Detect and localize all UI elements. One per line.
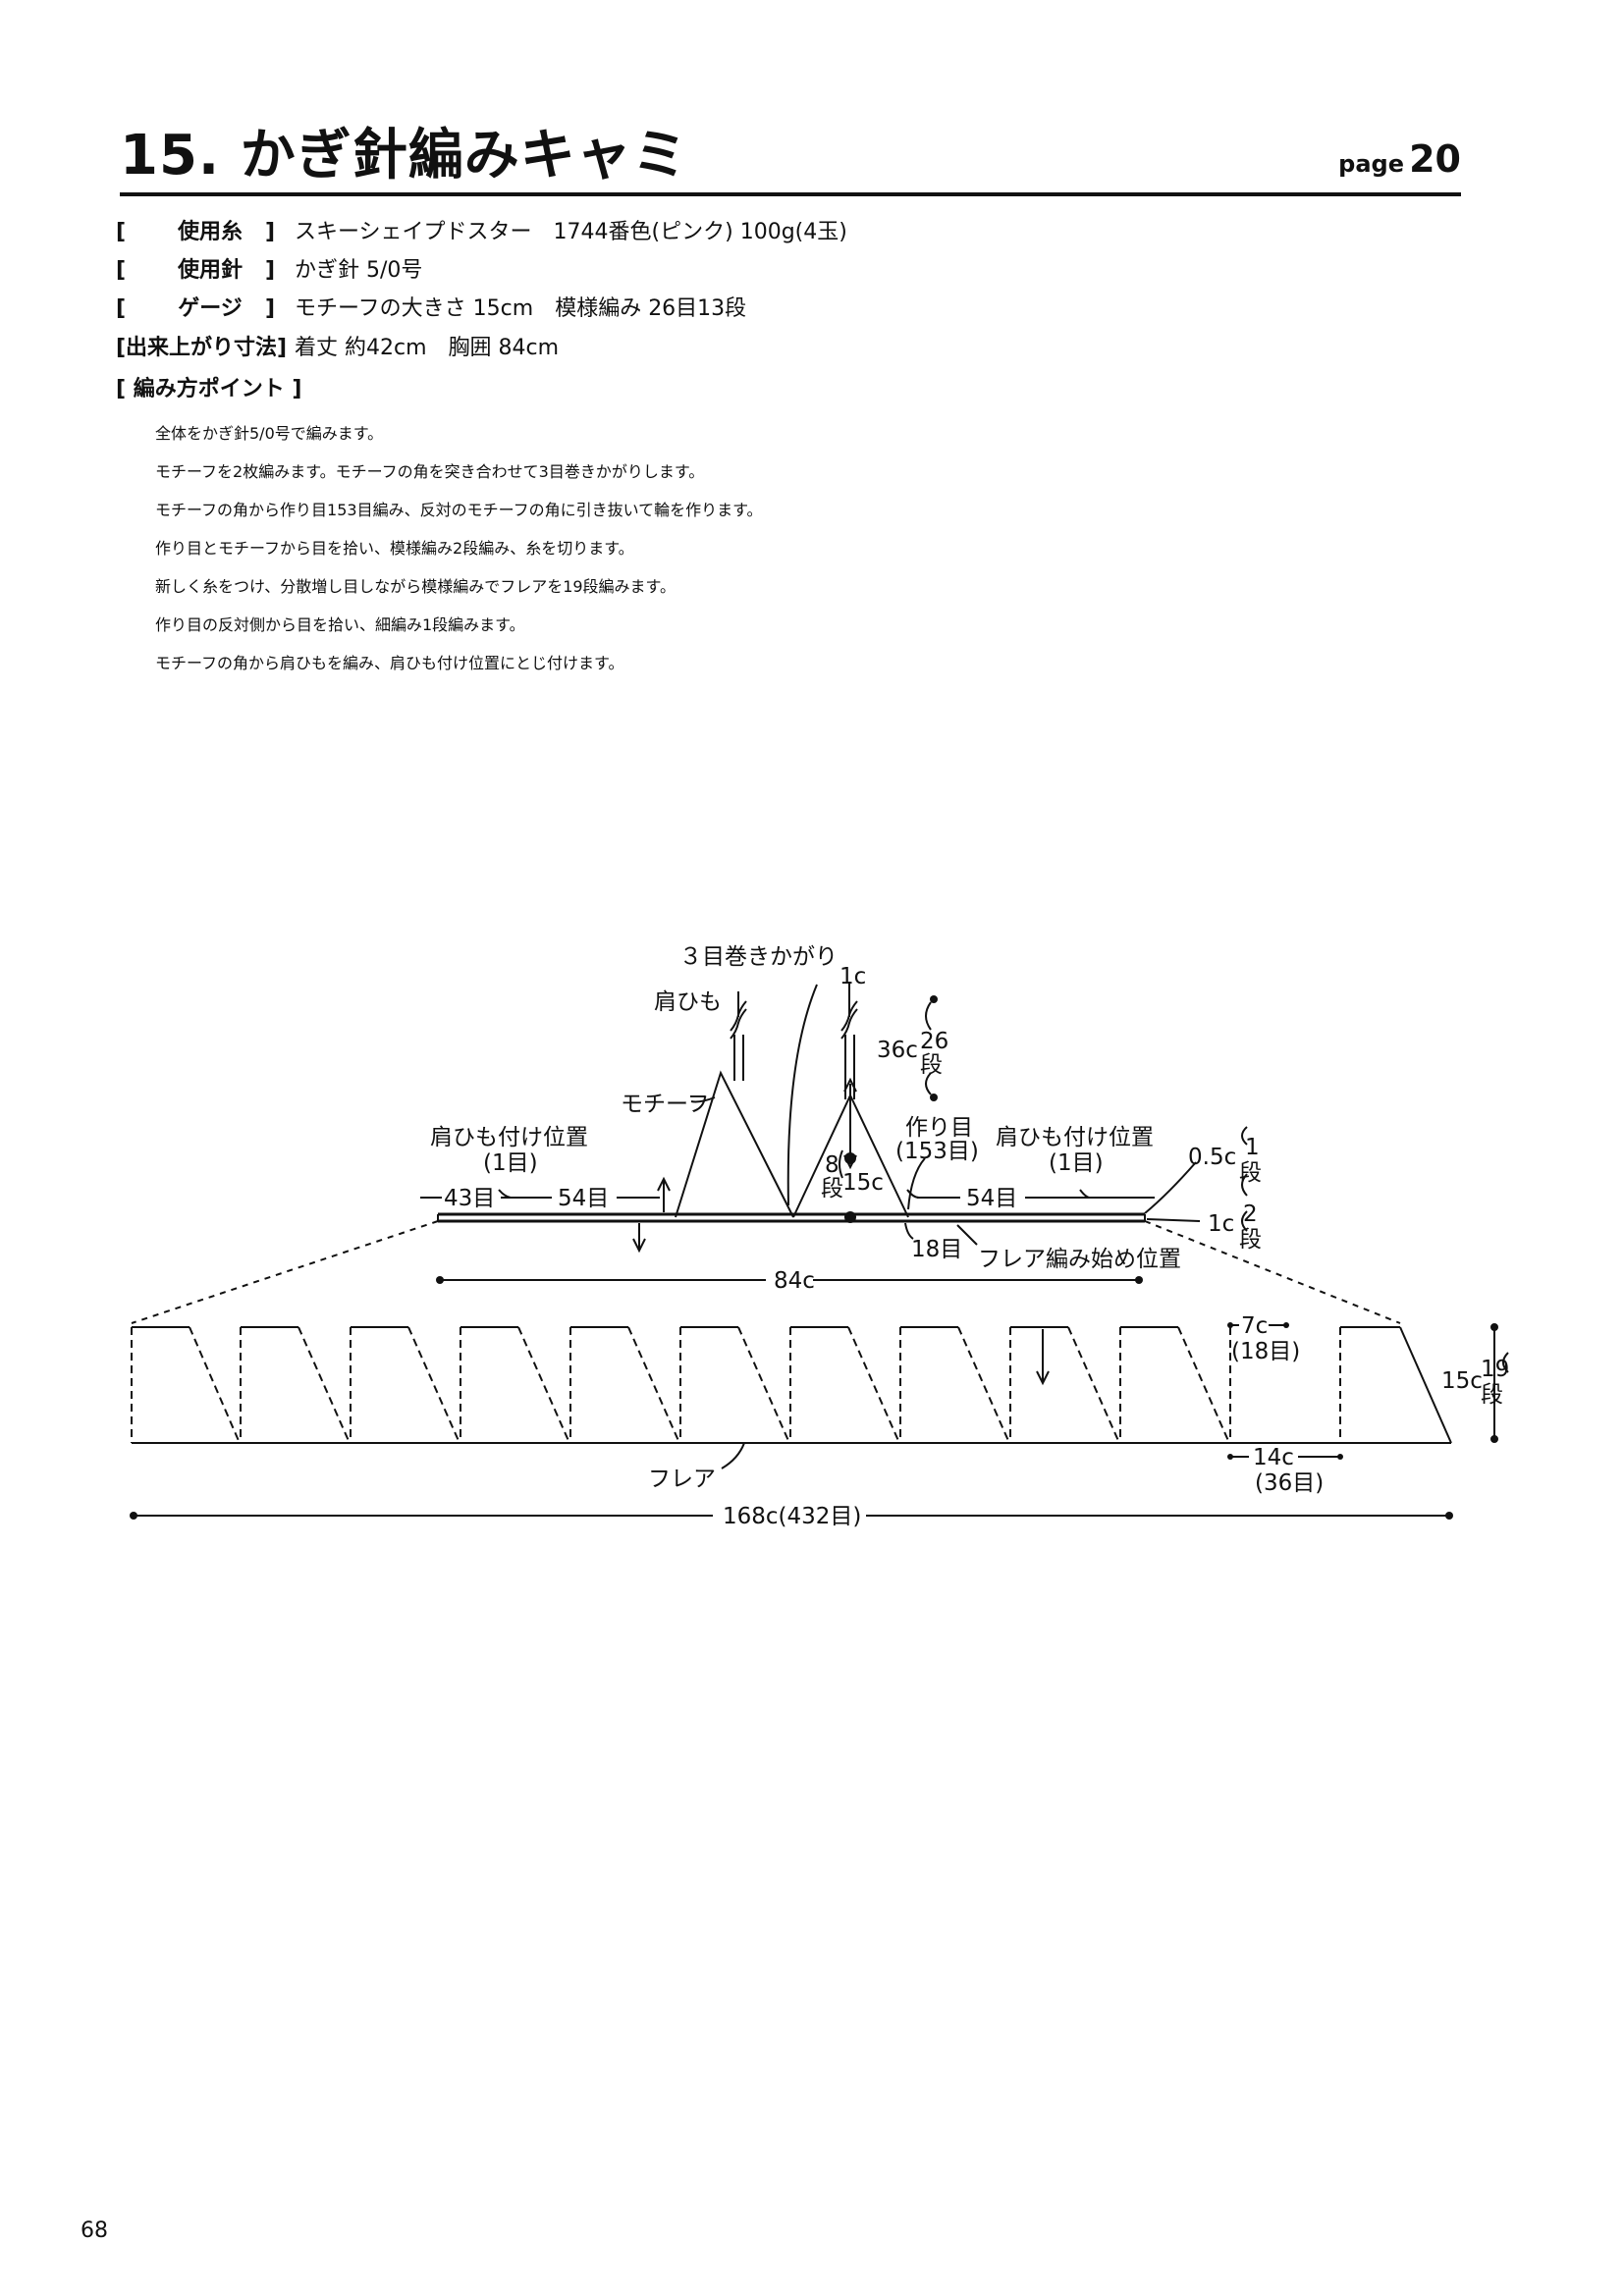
spec-key: 使用糸 bbox=[177, 220, 243, 244]
label-katahimo: 肩ひも bbox=[654, 989, 722, 1015]
page-title: 15. かぎ針編みキャミ bbox=[120, 124, 688, 187]
instruction-steps: 全体をかぎ針5/0号で編みます。 モチーフを2枚編みます。モチーフの角を突き合わ… bbox=[155, 414, 763, 682]
label-1me-right: (1目) bbox=[1049, 1150, 1104, 1176]
label-26: 26 bbox=[920, 1029, 948, 1054]
label-84c: 84c bbox=[774, 1268, 815, 1294]
instruction-step: 作り目の反対側から目を拾い、細編み1段編みます。 bbox=[155, 615, 525, 634]
label-19-dan: 段 bbox=[1481, 1382, 1503, 1408]
title-rule bbox=[120, 192, 1461, 196]
label-pos-left: 肩ひも付け位置 bbox=[430, 1125, 588, 1150]
spec-row-yarn: [ 使用糸 ] スキーシェイプドスター 1744番色(ピンク) 100g(4玉) bbox=[116, 218, 847, 247]
label-pos-right: 肩ひも付け位置 bbox=[996, 1125, 1154, 1150]
flare-segments bbox=[131, 1326, 1452, 1444]
spec-value: 着丈 約42cm 胸囲 84cm bbox=[295, 336, 560, 360]
instruction-step: モチーフの角から作り目153目編み、反対のモチーフの角に引き抜いて輪を作ります。 bbox=[155, 501, 763, 519]
instruction-step: モチーフの角から肩ひもを編み、肩ひも付け位置にとじ付けます。 bbox=[155, 654, 624, 672]
spec-key: ゲージ bbox=[178, 296, 243, 321]
spec-row-needle: [ 使用針 ] かぎ針 5/0号 bbox=[116, 256, 422, 286]
label-15c-flare: 15c bbox=[1441, 1368, 1483, 1394]
label-54-left: 54目 bbox=[558, 1186, 609, 1211]
label-maki: ３目巻きかがり bbox=[679, 944, 838, 970]
instruction-step: 新しく糸をつけ、分散増し目しながら模様編みでフレアを19段編みます。 bbox=[155, 577, 676, 596]
label-54-right: 54目 bbox=[966, 1186, 1017, 1211]
spec-row-gauge: [ ゲージ ] モチーフの大きさ 15cm 模様編み 26目13段 bbox=[116, 294, 746, 324]
label-motif: モチーフ bbox=[621, 1092, 710, 1117]
label-7c: 7c bbox=[1241, 1313, 1268, 1339]
page-number: 68 bbox=[81, 2218, 108, 2243]
label-tsukurime: 作り目 bbox=[905, 1115, 973, 1141]
label-8: 8 bbox=[825, 1152, 839, 1178]
label-flare: フレア bbox=[648, 1467, 716, 1492]
instruction-step: 作り目とモチーフから目を拾い、模様編み2段編み、糸を切ります。 bbox=[155, 539, 634, 558]
spec-key: [出来上がり寸法] bbox=[116, 336, 288, 360]
label-153: (153目) bbox=[895, 1139, 979, 1164]
label-18me: 18目 bbox=[911, 1237, 962, 1262]
strap-left bbox=[730, 991, 747, 1081]
label-1c-top: 1c bbox=[839, 964, 866, 989]
label-flare-start: フレア編み始め位置 bbox=[978, 1247, 1181, 1272]
label-15c-motif: 15c bbox=[842, 1170, 884, 1196]
instruction-step: モチーフを2枚編みます。モチーフの角を突き合わせて3目巻きかがりします。 bbox=[155, 462, 705, 481]
spec-key: 使用針 bbox=[177, 258, 243, 283]
page-ref-number: 20 bbox=[1409, 137, 1461, 181]
label-1c: 1c bbox=[1208, 1211, 1234, 1237]
label-19: 19 bbox=[1481, 1357, 1509, 1382]
label-168: 168c(432目) bbox=[723, 1504, 861, 1529]
label-05c: 0.5c bbox=[1188, 1145, 1236, 1170]
label-26-dan: 段 bbox=[920, 1052, 943, 1078]
spec-value: かぎ針 5/0号 bbox=[295, 258, 423, 283]
label-14c: 14c bbox=[1253, 1445, 1294, 1470]
label-8-dan: 段 bbox=[821, 1176, 843, 1201]
points-title: [ 編み方ポイント ] bbox=[116, 377, 302, 401]
page-reference: page 20 bbox=[1338, 137, 1461, 181]
spec-value: モチーフの大きさ 15cm 模様編み 26目13段 bbox=[295, 296, 747, 321]
label-36p: (36目) bbox=[1255, 1470, 1324, 1496]
spec-value: スキーシェイプドスター 1744番色(ピンク) 100g(4玉) bbox=[295, 220, 847, 244]
label-18p: (18目) bbox=[1231, 1339, 1300, 1364]
page-ref-label: page bbox=[1338, 150, 1405, 178]
motif-left bbox=[675, 1070, 794, 1218]
label-36c: 36c bbox=[877, 1038, 918, 1063]
instruction-step: 全体をかぎ針5/0号で編みます。 bbox=[155, 424, 384, 443]
label-43: 43目 bbox=[444, 1186, 495, 1211]
label-2-dan: 段 bbox=[1239, 1227, 1262, 1253]
label-1-dan: 段 bbox=[1239, 1160, 1262, 1186]
label-1: 1 bbox=[1245, 1135, 1260, 1160]
label-1me-left: (1目) bbox=[483, 1150, 538, 1176]
label-2: 2 bbox=[1243, 1201, 1258, 1227]
spec-row-size: [出来上がり寸法] 着丈 約42cm 胸囲 84cm bbox=[116, 334, 559, 363]
